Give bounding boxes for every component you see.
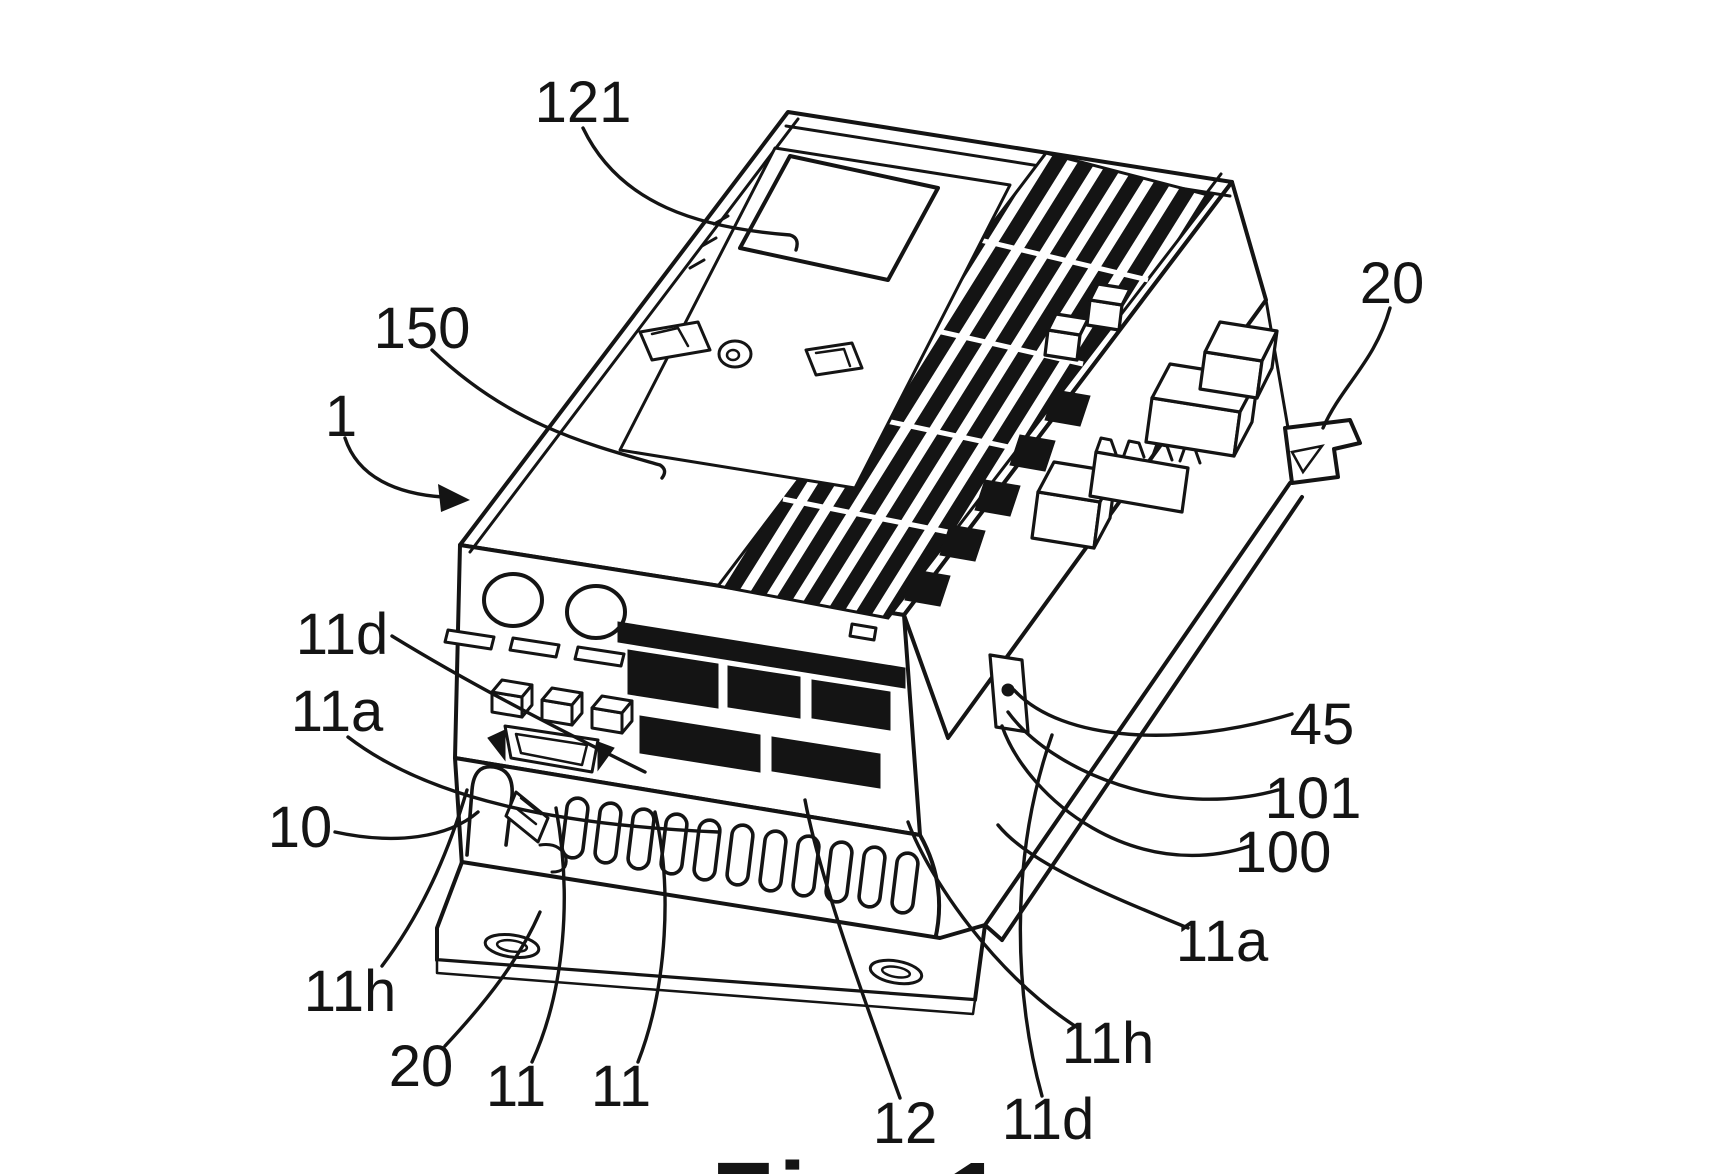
arrowhead-1: [438, 484, 470, 512]
ref-label-100: 100: [1235, 820, 1332, 885]
ref-label-10: 10: [268, 795, 333, 860]
knob-right: [565, 584, 627, 640]
connectors-right-face: [988, 282, 1279, 734]
ref-label-121: 121: [535, 70, 632, 135]
ref-label-11h-left: 11h: [304, 959, 396, 1024]
display-window: [738, 154, 940, 282]
ref-label-11a-right: 11a: [1176, 909, 1269, 974]
flange-tab: [1283, 418, 1362, 485]
ref-label-11-second: 11: [591, 1054, 651, 1119]
sensor-dot: [1001, 683, 1015, 697]
ref-label-11d-bottom: 11d: [1002, 1087, 1094, 1152]
control-panel: [618, 146, 1012, 490]
device-body: [435, 110, 1362, 1016]
ref-label-11-first: 11: [486, 1054, 546, 1119]
ref-label-20-bottom-left: 20: [389, 1034, 454, 1099]
front-slots: [443, 622, 878, 676]
ref-label-150: 150: [374, 296, 471, 361]
ref-label-11h-right: 11h: [1062, 1011, 1154, 1076]
hook-feature: [465, 764, 568, 874]
figure-caption: Fig. 1: [711, 1142, 1008, 1174]
front-face-details: [443, 572, 906, 789]
ref-label-45: 45: [1290, 692, 1355, 757]
ref-label-1: 1: [325, 384, 357, 449]
mounting-plate-thickness: [435, 958, 977, 1016]
ref-label-11a-left: 11a: [291, 679, 384, 744]
ref-label-11d-left: 11d: [296, 602, 388, 667]
ref-label-101: 101: [1265, 766, 1362, 831]
panel-key-right: [804, 341, 864, 377]
ref-label-20-top-right: 20: [1360, 251, 1425, 316]
terminal-blocks-front: [617, 621, 906, 789]
knob-left: [482, 572, 544, 628]
leader-lines: [333, 126, 1392, 1100]
vent-slots: [560, 796, 920, 915]
ref-label-12: 12: [873, 1091, 938, 1156]
fin-ends-right-face: [904, 389, 1091, 607]
panel-round-button: [717, 339, 753, 369]
plate-hole-right: [868, 958, 924, 986]
